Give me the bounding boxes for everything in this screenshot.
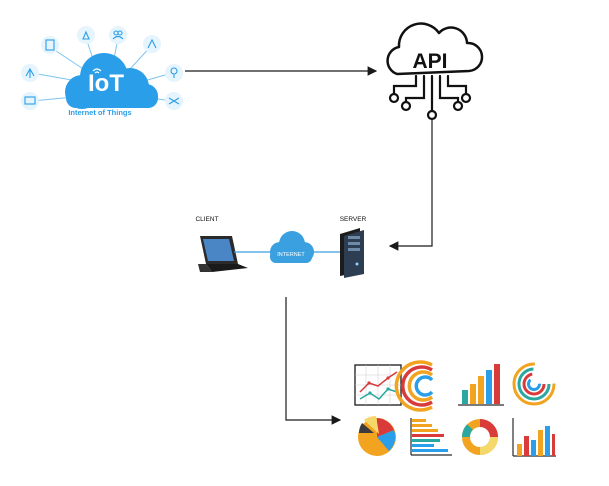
concentric-rings-icon [512,362,556,406]
hand-icon [77,26,95,44]
people-icon [109,26,127,44]
line-chart-icon [354,364,402,406]
network-to-charts-arrow [285,297,342,425]
radial-bar-icon [394,360,434,412]
vertical-bars-icon [512,418,556,457]
api-label: API [412,50,447,73]
server-icon [340,228,364,278]
api-cloud-icon: API [386,22,484,121]
iot-cloud-group: IoT Internet of Things [21,26,183,117]
iot-caption: Internet of Things [68,108,131,117]
bulb-icon [165,64,183,82]
door-icon [41,36,59,54]
internet-label: INTERNET [277,252,305,258]
horizontal-bar-icon [410,418,452,456]
pie-chart-icon [358,416,396,456]
donut-chart-icon [462,419,498,455]
hand-touch-icon [143,35,161,53]
internet-cloud-icon [270,231,314,263]
api-to-server-arrow [388,119,433,251]
bar-chart-icon [458,364,504,406]
server-label: SERVER [340,216,367,223]
laptop-icon [198,236,248,272]
monitor-icon [21,92,39,110]
iot-cloud-icon [65,53,158,109]
client-label: CLIENT [195,216,218,223]
iot-logo-text: IoT [88,70,124,97]
